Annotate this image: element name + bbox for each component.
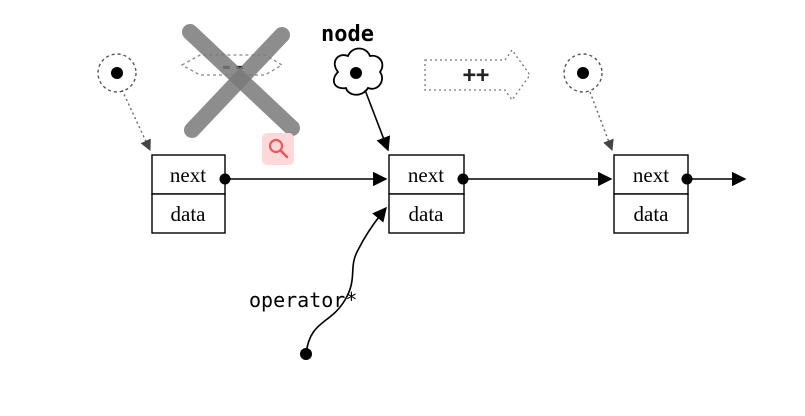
node-1-data-label: data: [171, 202, 207, 226]
node-3-next-cell: [613, 154, 689, 195]
next-link-1: [219, 171, 388, 187]
operator-deref-pointer: [300, 206, 387, 360]
node-2-data-label: data: [409, 202, 445, 226]
node-3-next-label: next: [633, 163, 669, 187]
list-node-1: next data: [151, 154, 226, 234]
list-node-3: next data: [613, 154, 689, 234]
increment-label: ++: [463, 63, 490, 88]
cross-out-icon: [182, 24, 300, 138]
node-1-next-label: next: [170, 163, 206, 187]
operator-label: operator*: [249, 288, 357, 312]
node-label: node: [321, 22, 374, 47]
left-pointer-icon: [97, 53, 151, 152]
node-3-data-cell: [613, 193, 689, 234]
next-link-3: [681, 171, 747, 187]
node-2-data-cell: [388, 193, 465, 234]
right-pointer-icon: [563, 53, 614, 152]
list-node-2: next data: [388, 154, 465, 234]
next-link-2: [457, 171, 613, 187]
magnifier-icon[interactable]: [262, 133, 294, 165]
cloud-pointer-icon: [332, 47, 391, 152]
node-1-data-cell: [151, 193, 226, 234]
node-2-next-label: next: [408, 163, 444, 187]
node-2-next-cell: [388, 154, 465, 195]
node-3-data-label: data: [634, 202, 670, 226]
increment-operator: ++: [424, 48, 531, 102]
